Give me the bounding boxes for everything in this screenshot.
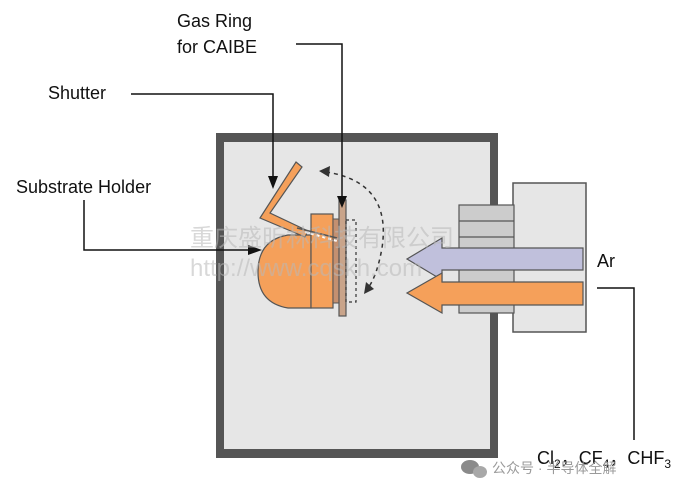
watermark-account: 公众号 · 半导体全解 <box>492 460 616 476</box>
arc-arrowhead-top <box>319 166 330 177</box>
gas-chf-sub: 3 <box>664 457 671 471</box>
gas-cf: CF <box>579 448 603 468</box>
gas-cl-sub: 2 <box>554 457 561 471</box>
ar-ion-beam-arrow <box>405 236 584 282</box>
ar-label: Ar <box>597 251 615 271</box>
gas-sep2: ， <box>609 448 627 468</box>
gas-ring-arrowhead <box>337 196 347 208</box>
gas-cl: Cl <box>537 448 554 468</box>
gas-leader <box>597 287 635 440</box>
reactive-gases-label: Cl2，CF4，CHF3 <box>537 448 671 471</box>
reactive-gas-arrow <box>405 271 584 315</box>
shutter-leader <box>131 93 274 183</box>
gas-cf-sub: 4 <box>603 457 610 471</box>
shutter-rotation-arc <box>325 171 384 289</box>
gas-chf: CHF <box>627 448 664 468</box>
substrate-holder-body <box>257 234 312 309</box>
gas-sep1: ， <box>561 448 579 468</box>
gas-ring-leader <box>296 43 343 204</box>
wechat-icon <box>461 460 487 478</box>
shutter-alt-position <box>345 219 357 303</box>
substrate-holder-label: Substrate Holder <box>16 177 151 197</box>
shutter-arm <box>296 227 338 239</box>
watermark-url: http://www.cqskh.com <box>190 255 422 282</box>
gas-ring-label-line1: Gas Ring <box>177 11 252 31</box>
gas-ring-label-line2: for CAIBE <box>177 37 257 57</box>
shutter-label: Shutter <box>48 83 106 103</box>
substrate-holder-arrowhead <box>248 245 262 255</box>
substrate-holder-leader <box>83 200 254 251</box>
watermark-company: 重庆盛昕林科技有限公司 <box>190 225 454 252</box>
arc-arrowhead-bottom <box>364 282 374 294</box>
shutter-arrowhead <box>268 176 278 189</box>
